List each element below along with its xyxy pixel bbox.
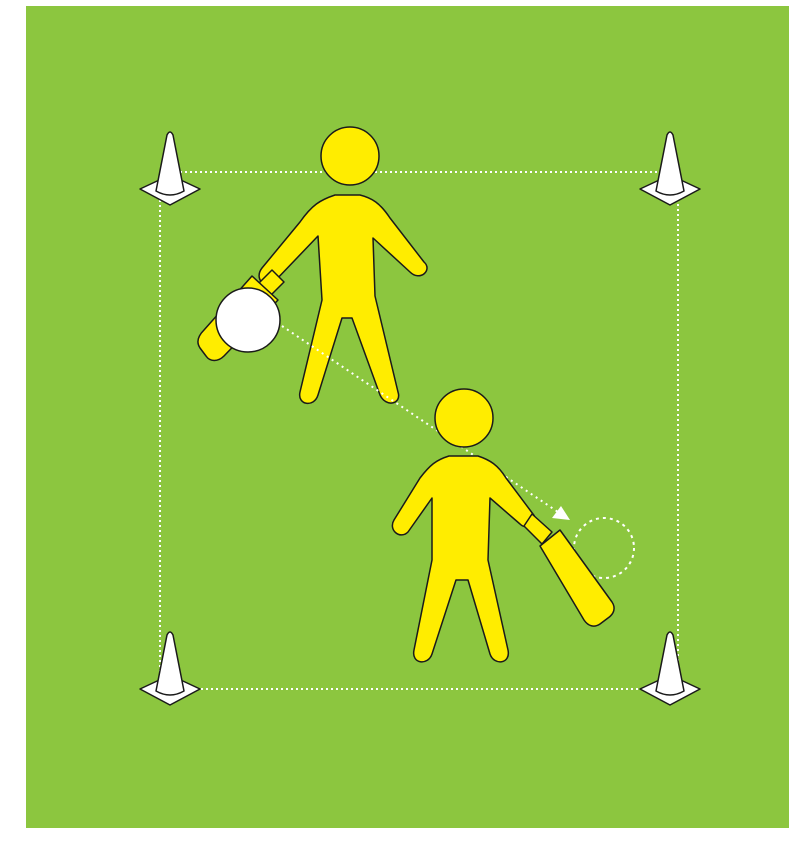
drill-diagram: [26, 6, 789, 828]
training-field: [26, 6, 789, 828]
player-head: [321, 127, 379, 185]
ball-icon: [216, 288, 280, 352]
grass-background: [26, 6, 789, 828]
player-head: [435, 389, 493, 447]
